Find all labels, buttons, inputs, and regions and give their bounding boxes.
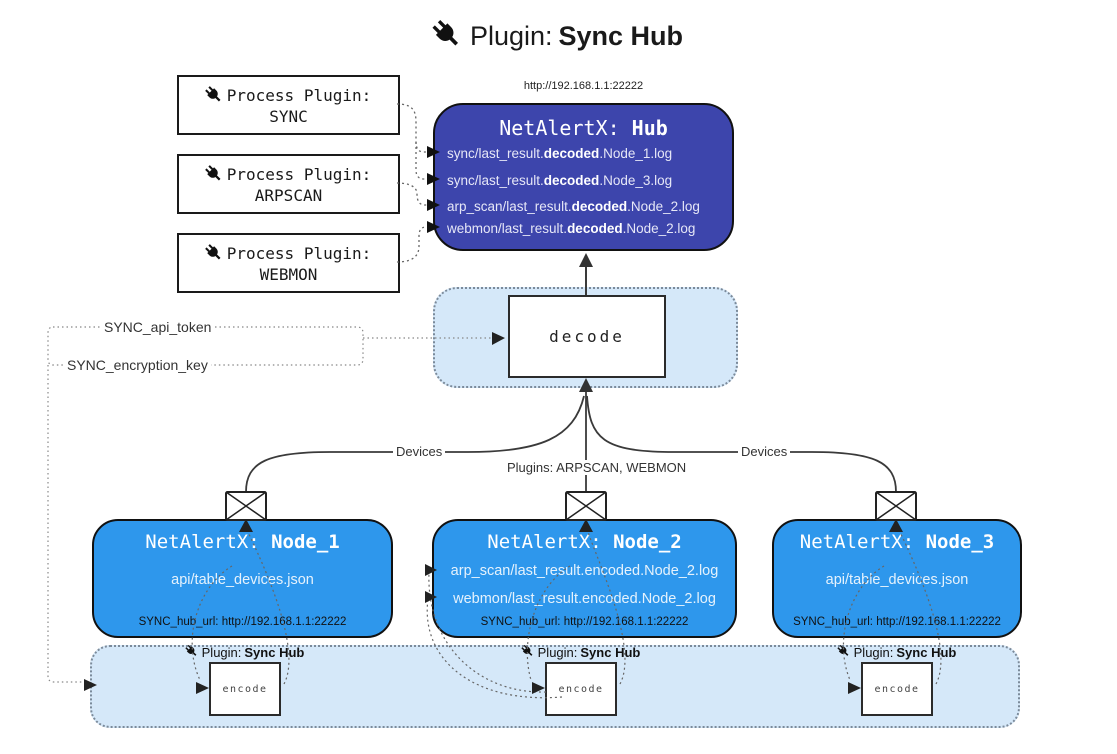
process-plugin-sync-box: Process Plugin: SYNC: [177, 75, 400, 135]
title-label: Plugin:: [469, 21, 553, 51]
process-plugin-name: WEBMON: [259, 264, 318, 284]
encoder-1-label: Plugin:Sync Hub: [182, 642, 305, 663]
node-title: NetAlertX: Node_1: [145, 531, 340, 553]
plug-icon: [518, 642, 539, 663]
encode-2-box: encode: [545, 662, 617, 716]
envelope-icon: [565, 491, 607, 521]
hub-box: NetAlertX: Hub sync/last_result.decoded.…: [433, 103, 734, 251]
node-title: NetAlertX: Node_3: [799, 531, 995, 553]
process-plugin-arpscan-box: Process Plugin: ARPSCAN: [177, 154, 400, 214]
node-hub-url: SYNC_hub_url: http://192.168.1.1:22222: [793, 616, 1001, 628]
hub-title-label: NetAlertX:: [499, 116, 620, 140]
node-hub-url: SYNC_hub_url: http://192.168.1.1:22222: [138, 616, 347, 628]
plug-icon: [201, 160, 229, 188]
hub-title-name: Hub: [631, 116, 668, 140]
devices-left-label: Devices: [393, 444, 446, 459]
node-3-box: NetAlertX: Node_3 api/table_devices.json…: [772, 519, 1022, 638]
plug-icon: [201, 81, 229, 109]
encoder-2-label: Plugin:Sync Hub: [518, 642, 641, 663]
envelope-icon: [875, 491, 917, 521]
devices-right-label: Devices: [738, 444, 791, 459]
process-plugin-webmon-box: Process Plugin: WEBMON: [177, 233, 400, 293]
plug-icon: [834, 642, 855, 663]
sync-api-token-label: SYNC_api_token: [101, 319, 215, 335]
hub-log-row: arp_scan/last_result.decoded.Node_2.log: [447, 199, 700, 214]
encode-3-box: encode: [861, 662, 933, 716]
plug-icon: [182, 642, 203, 663]
plugins-mid-label: Plugins: ARPSCAN, WEBMON: [504, 460, 690, 475]
encoder-3-label: Plugin:Sync Hub: [834, 642, 957, 663]
node-title: NetAlertX: Node_2: [487, 531, 682, 553]
envelope-icon: [225, 491, 267, 521]
plugin-to-hub-links: [396, 103, 427, 263]
process-plugin-name: ARPSCAN: [254, 185, 323, 205]
node-file: arp_scan/last_result.encoded.Node_2.log: [450, 563, 719, 579]
encode-1-box: encode: [209, 662, 281, 716]
hub-log-row: sync/last_result.decoded.Node_1.log: [447, 146, 673, 161]
title-name: Sync Hub: [558, 21, 684, 51]
hub-url: http://192.168.1.1:22222: [523, 80, 644, 92]
hub-log-row: sync/last_result.decoded.Node_3.log: [447, 173, 673, 188]
process-plugin-label: Process Plugin:: [226, 165, 372, 184]
node-file: api/table_devices.json: [825, 572, 969, 588]
envelope-icons: [225, 491, 917, 521]
process-plugin-label: Process Plugin:: [226, 86, 372, 105]
process-plugin-label: Process Plugin:: [226, 244, 372, 263]
node-2-box: NetAlertX: Node_2 arp_scan/last_result.e…: [432, 519, 737, 638]
page-title: Plugin: Sync Hub: [0, 18, 1117, 55]
process-plugin-name: SYNC: [269, 106, 308, 126]
plug-icon: [425, 13, 472, 60]
sync-encryption-key-label: SYNC_encryption_key: [64, 357, 211, 373]
node-file: webmon/last_result.encoded.Node_2.log: [453, 591, 716, 607]
hub-title: NetAlertX: Hub: [435, 116, 732, 140]
nodes-to-decode-links: [245, 391, 897, 493]
decode-box: decode: [508, 295, 666, 378]
hub-log-row: webmon/last_result.decoded.Node_2.log: [447, 221, 696, 236]
decode-label: decode: [549, 327, 625, 346]
node-file: api/table_devices.json: [171, 572, 314, 588]
node-hub-url: SYNC_hub_url: http://192.168.1.1:22222: [480, 616, 689, 628]
plug-icon: [201, 239, 229, 267]
node-1-box: NetAlertX: Node_1 api/table_devices.json…: [92, 519, 393, 638]
